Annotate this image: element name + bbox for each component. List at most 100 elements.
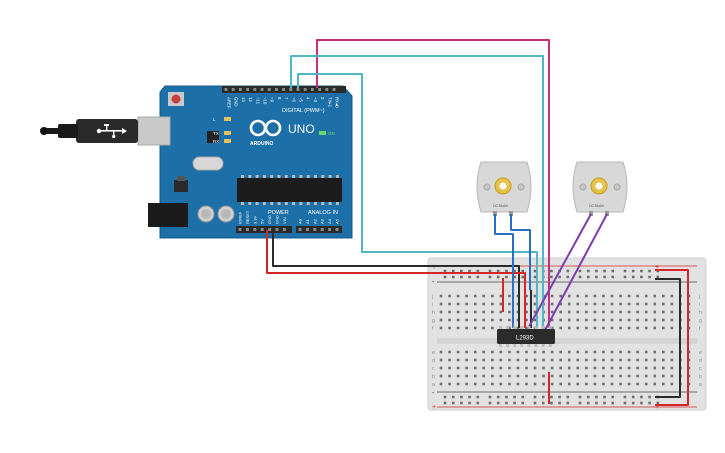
breadboard-hole[interactable] [627, 310, 631, 314]
rail-hole[interactable] [578, 269, 582, 273]
breadboard-hole[interactable] [456, 382, 460, 386]
breadboard-hole[interactable] [508, 318, 511, 322]
breadboard-hole[interactable] [508, 326, 511, 330]
breadboard-hole[interactable] [670, 366, 674, 370]
breadboard-hole[interactable] [456, 326, 460, 330]
breadboard-hole[interactable] [448, 310, 451, 314]
rail-hole[interactable] [631, 401, 635, 405]
breadboard-hole[interactable] [653, 302, 657, 306]
breadboard-hole[interactable] [491, 358, 494, 362]
breadboard-hole[interactable] [593, 294, 597, 298]
breadboard-hole[interactable] [525, 310, 528, 314]
breadboard-hole[interactable] [525, 302, 528, 306]
breadboard-hole[interactable] [627, 350, 631, 354]
breadboard-hole[interactable] [473, 302, 477, 306]
breadboard-hole[interactable] [448, 326, 451, 330]
rail-hole[interactable] [586, 395, 590, 399]
rail-hole[interactable] [460, 275, 463, 279]
breadboard-hole[interactable] [550, 358, 554, 362]
breadboard-hole[interactable] [465, 302, 468, 306]
breadboard-hole[interactable] [653, 358, 657, 362]
breadboard-hole[interactable] [636, 358, 639, 362]
rail-hole[interactable] [640, 269, 643, 273]
dc-motor-1[interactable]: DC Motor [476, 161, 532, 216]
breadboard-hole[interactable] [465, 382, 468, 386]
breadboard-hole[interactable] [567, 366, 571, 370]
digital-pin[interactable] [325, 88, 329, 91]
breadboard-hole[interactable] [602, 366, 605, 370]
rail-hole[interactable] [496, 275, 500, 279]
rail-hole[interactable] [566, 401, 570, 405]
breadboard-hole[interactable] [550, 310, 554, 314]
breadboard-hole[interactable] [585, 358, 588, 362]
rail-hole[interactable] [550, 269, 553, 273]
rail-hole[interactable] [451, 275, 455, 279]
wire-magenta-pin3[interactable] [316, 39, 550, 328]
analog-pin[interactable] [298, 228, 302, 231]
breadboard-hole[interactable] [473, 326, 477, 330]
digital-pin[interactable] [332, 88, 336, 91]
breadboard-hole[interactable] [516, 366, 520, 370]
breadboard-hole[interactable] [499, 350, 503, 354]
rail-hole[interactable] [496, 401, 500, 405]
breadboard-hole[interactable] [482, 374, 486, 378]
breadboard-hole[interactable] [670, 310, 674, 314]
breadboard-hole[interactable] [482, 294, 486, 298]
breadboard-hole[interactable] [610, 374, 614, 378]
rail-hole[interactable] [611, 395, 615, 399]
breadboard-hole[interactable] [636, 302, 639, 306]
breadboard-hole[interactable] [516, 374, 520, 378]
breadboard-hole[interactable] [567, 326, 571, 330]
breadboard-hole[interactable] [567, 358, 571, 362]
rail-hole[interactable] [578, 395, 582, 399]
breadboard-hole[interactable] [567, 310, 571, 314]
breadboard-hole[interactable] [593, 302, 597, 306]
breadboard-hole[interactable] [567, 302, 571, 306]
breadboard-hole[interactable] [473, 350, 477, 354]
rail-hole[interactable] [595, 401, 598, 405]
breadboard-hole[interactable] [585, 310, 588, 314]
digital-pin[interactable] [274, 88, 278, 91]
digital-pin[interactable] [289, 88, 293, 91]
rail-hole[interactable] [468, 269, 471, 273]
breadboard-hole[interactable] [610, 326, 614, 330]
rail-hole[interactable] [533, 401, 537, 405]
wire-cyan-pin5[interactable] [297, 73, 538, 328]
breadboard-hole[interactable] [585, 374, 588, 378]
breadboard-hole[interactable] [576, 302, 580, 306]
breadboard-hole[interactable] [439, 374, 443, 378]
breadboard-hole[interactable] [576, 318, 580, 322]
breadboard-hole[interactable] [610, 366, 614, 370]
wire-black-gnd[interactable] [272, 230, 520, 328]
breadboard-hole[interactable] [465, 318, 468, 322]
rail-hole[interactable] [586, 269, 590, 273]
breadboard-hole[interactable] [627, 374, 631, 378]
analog-pin[interactable] [335, 228, 339, 231]
rail-hole[interactable] [541, 401, 545, 405]
breadboard-hole[interactable] [619, 358, 622, 362]
power-pin[interactable] [238, 228, 242, 231]
rail-hole[interactable] [443, 401, 447, 405]
analog-header[interactable] [296, 226, 342, 233]
breadboard-hole[interactable] [491, 382, 494, 386]
digital-pin[interactable] [246, 88, 250, 91]
digital-pin[interactable] [282, 88, 286, 91]
breadboard-hole[interactable] [602, 374, 605, 378]
breadboard-hole[interactable] [644, 302, 648, 306]
breadboard-hole[interactable] [670, 382, 674, 386]
rail-hole[interactable] [533, 395, 537, 399]
breadboard-hole[interactable] [533, 382, 537, 386]
breadboard-hole[interactable] [662, 302, 665, 306]
breadboard-hole[interactable] [585, 350, 588, 354]
breadboard-hole[interactable] [602, 302, 605, 306]
power-pin[interactable] [260, 228, 264, 231]
rail-hole[interactable] [656, 401, 660, 405]
rail-hole[interactable] [550, 395, 553, 399]
breadboard-hole[interactable] [576, 358, 580, 362]
rail-hole[interactable] [476, 395, 480, 399]
breadboard-hole[interactable] [627, 366, 631, 370]
wire-purple-motor2-b[interactable] [542, 213, 608, 335]
breadboard-hole[interactable] [465, 374, 468, 378]
rail-hole[interactable] [648, 269, 651, 273]
power-pin[interactable] [275, 228, 279, 231]
